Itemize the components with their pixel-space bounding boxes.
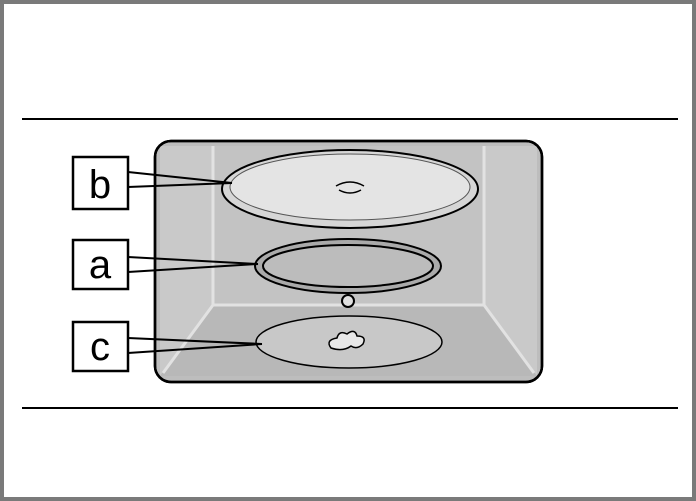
label-box-b: b <box>71 155 130 211</box>
label-c: c <box>90 325 110 369</box>
drive-coupling <box>255 315 443 369</box>
coupling-drive-icon <box>328 330 365 351</box>
ring-inner <box>262 244 434 288</box>
leader-c <box>127 343 263 354</box>
roller-ring <box>254 238 442 308</box>
cavity-outline-front <box>153 139 544 384</box>
label-box-a: a <box>71 238 130 291</box>
edge-highlight <box>161 304 215 374</box>
leader-b <box>127 182 233 188</box>
ring-roller-wheel <box>341 294 355 308</box>
leader-b <box>127 171 233 184</box>
cavity-right-wall <box>484 146 537 376</box>
label-box-c: c <box>71 320 130 373</box>
turntable-plate <box>221 149 479 229</box>
leader-a <box>127 256 259 265</box>
leader-c <box>127 337 263 345</box>
label-b: b <box>89 163 111 207</box>
edge-highlight <box>482 304 536 374</box>
leader-a <box>127 263 259 273</box>
label-a: a <box>89 243 112 287</box>
leader-lines <box>127 171 263 354</box>
plate-center-notch-icon <box>335 181 365 194</box>
plate-inner <box>229 153 471 221</box>
